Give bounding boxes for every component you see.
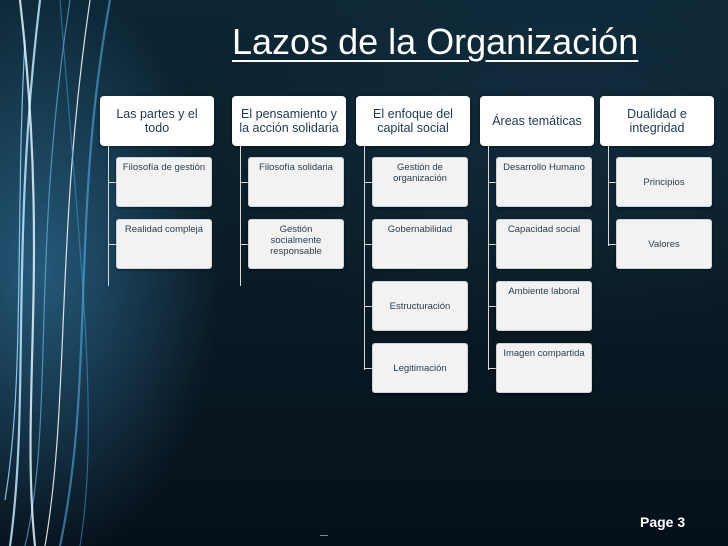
slide-title: Lazos de la Organización: [232, 21, 639, 62]
item-box: Valores: [616, 219, 712, 269]
connector-branch: [364, 368, 372, 369]
connector-branch: [608, 182, 616, 183]
connector-branch: [364, 244, 372, 245]
light-streak: [8, 0, 42, 546]
connector-branch: [240, 182, 248, 183]
light-streak: [18, 0, 37, 546]
connector-branch: [108, 244, 116, 245]
item-box: Capacidad social: [496, 219, 592, 269]
connector-branch: [108, 182, 116, 183]
column-head: El pensamiento y la acción solidaria: [232, 96, 346, 146]
connector-branch: [240, 244, 248, 245]
item-box: Filosofía de gestión: [116, 157, 212, 207]
item-box: Estructuración: [372, 281, 468, 331]
connector-branch: [364, 182, 372, 183]
light-streak: [4, 39, 26, 501]
connector-line: [488, 146, 489, 370]
item-box: Filosofía solidaria: [248, 157, 344, 207]
page-number: Page 3: [640, 514, 686, 530]
column-head: Las partes y el todo: [100, 96, 214, 146]
light-streak: [24, 0, 71, 546]
connector-line: [364, 146, 365, 370]
connector-branch: [364, 306, 372, 307]
item-box: Imagen compartida: [496, 343, 592, 393]
connector-line: [108, 146, 109, 286]
connector-branch: [488, 306, 496, 307]
footer-dash: [320, 535, 328, 536]
item-box: Gestión socialmente responsable: [248, 219, 344, 269]
item-box: Legitimación: [372, 343, 468, 393]
light-streak: [44, 0, 91, 546]
connector-branch: [488, 368, 496, 369]
connector-line: [608, 146, 609, 246]
column-head: Dualidad e integridad: [600, 96, 714, 146]
column-head: Áreas temáticas: [480, 96, 594, 146]
connector-branch: [608, 244, 616, 245]
item-box: Gobernabilidad: [372, 219, 468, 269]
light-streak: [58, 0, 112, 546]
item-box: Desarrollo Humano: [496, 157, 592, 207]
connector-branch: [488, 244, 496, 245]
item-box: Principios: [616, 157, 712, 207]
light-streak: [59, 0, 89, 546]
item-box: Ambiente laboral: [496, 281, 592, 331]
item-box: Realidad compleja: [116, 219, 212, 269]
column-head: El enfoque del capital social: [356, 96, 470, 146]
connector-line: [240, 146, 241, 286]
connector-branch: [488, 182, 496, 183]
item-box: Gestión de organización: [372, 157, 468, 207]
